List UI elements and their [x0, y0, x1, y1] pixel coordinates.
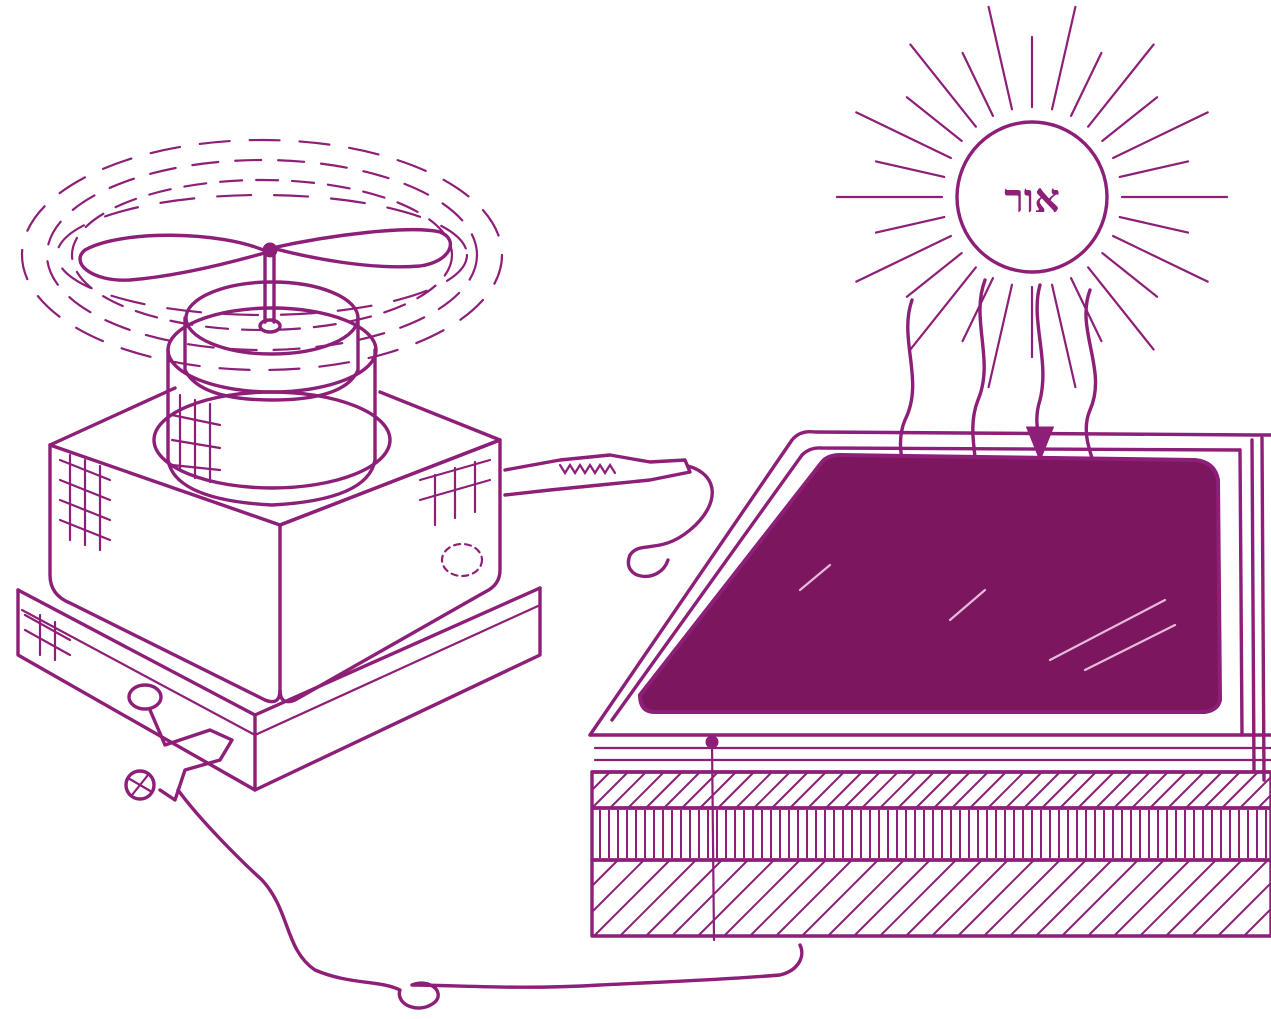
hatch-line [1218, 883, 1271, 936]
hatch-line [1042, 772, 1078, 808]
motor-cylinder-shading [172, 395, 220, 482]
motor [18, 140, 690, 800]
hatch-line [880, 772, 916, 808]
sun-ray [989, 7, 1012, 109]
panel-layer-1-hatch [592, 772, 1271, 808]
panel-cell-surface [640, 455, 1220, 712]
sun-ray [910, 45, 975, 127]
hatch-line [1244, 909, 1271, 936]
hatch-line [1006, 772, 1042, 808]
hatch-line [916, 772, 952, 808]
hatch-line [718, 772, 754, 808]
panel-layer-3-outline [592, 860, 1271, 936]
motor-rotor-top [186, 282, 358, 354]
motor-front-socket [129, 685, 161, 709]
hatch-line [664, 772, 700, 808]
hatch-line [700, 772, 736, 808]
hatch-line [736, 772, 772, 808]
solar-panel [590, 432, 1271, 940]
hatch-line [1168, 772, 1204, 808]
sun-ray [963, 53, 993, 116]
hatch-line [1114, 772, 1150, 808]
motor-terminal-teeth [560, 465, 615, 473]
panel-side-frame [1240, 438, 1264, 780]
sun-ray [856, 112, 951, 158]
sun-ray [907, 253, 962, 297]
hatch-line [772, 772, 808, 808]
hatch-line [646, 772, 682, 808]
hatch-line [592, 772, 628, 808]
sun-ray [876, 217, 944, 233]
hatch-line [970, 772, 1006, 808]
sun-ray [856, 236, 951, 282]
hatch-line [754, 772, 790, 808]
sun-ray [1113, 112, 1208, 158]
propeller-hub [264, 244, 276, 256]
motor-side-port [442, 544, 482, 576]
sun-ray [1052, 285, 1075, 387]
sun-ray [907, 97, 962, 141]
hatch-line [934, 772, 970, 808]
motor-box-opening [154, 392, 390, 488]
sun-ray [1102, 97, 1157, 141]
sun-ray [910, 267, 975, 349]
hatch-line [952, 772, 988, 808]
motor-cylinder-body [168, 350, 375, 505]
sun-ray [1120, 161, 1188, 177]
hatch-line [592, 860, 644, 912]
sun-ray [1120, 217, 1188, 233]
hatch-line [1258, 795, 1271, 808]
propeller-blade-right [272, 230, 450, 267]
hatch-line [1060, 772, 1096, 808]
hatch-line [1078, 772, 1114, 808]
sun-ray [1113, 236, 1208, 282]
hatch-line [844, 772, 880, 808]
hatch-line [592, 772, 610, 790]
sun-ray [1088, 267, 1153, 349]
hatch-line [1204, 772, 1240, 808]
hatch-line [1222, 772, 1258, 808]
hatch-line [1132, 772, 1168, 808]
hatch-line [898, 772, 934, 808]
sun-ray [1088, 45, 1153, 127]
motor-terminal-clip [505, 455, 690, 495]
motor-box-right-face [280, 440, 500, 702]
sun-ray [1071, 53, 1101, 116]
hatch-line [1186, 772, 1222, 808]
sun-ray [963, 278, 993, 341]
panel-layer-3-hatch [592, 860, 1271, 936]
sun-ray [1052, 7, 1075, 109]
hatch-line [1024, 772, 1060, 808]
motor-lower-screw-cross [128, 775, 152, 795]
panel-layer-2-outline [592, 808, 1271, 860]
sun-label: אור [1004, 175, 1060, 222]
hatch-line [1240, 777, 1271, 808]
hatch-line [628, 772, 664, 808]
hatch-line [1150, 772, 1186, 808]
hatch-line [1096, 772, 1132, 808]
hatch-line [826, 772, 862, 808]
hatch-line [808, 772, 844, 808]
hatch-line [988, 772, 1024, 808]
hatch-line [610, 772, 646, 808]
propeller-blade-left [80, 235, 268, 280]
hatch-line [862, 772, 898, 808]
sun-ray [876, 161, 944, 177]
sun: אור [837, 7, 1227, 387]
hatch-line [592, 860, 618, 886]
hatch-line [790, 772, 826, 808]
sun-ray [989, 285, 1012, 387]
sun-ray [1102, 253, 1157, 297]
panel-layer-2-hatch [600, 810, 1266, 858]
motor-base-front-right [255, 588, 540, 790]
